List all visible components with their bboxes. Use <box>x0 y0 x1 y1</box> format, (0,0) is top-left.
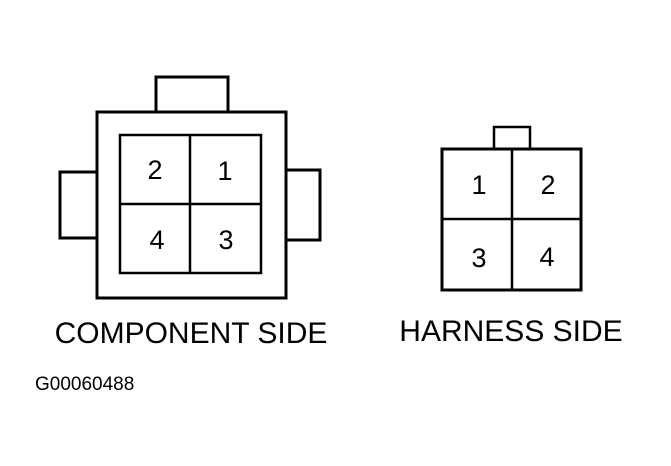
harness-top-tab <box>492 125 532 152</box>
component-right-latch <box>283 168 322 242</box>
harness-pin-bottom-left: 3 <box>471 243 486 273</box>
harness-pin-top-left: 1 <box>471 170 486 200</box>
component-pin-bottom-left: 4 <box>149 225 164 255</box>
component-side-connector: 2 1 4 3 <box>58 75 322 300</box>
component-pin-top-left: 2 <box>147 155 162 185</box>
component-top-tab <box>154 75 230 115</box>
component-left-latch <box>58 170 100 240</box>
harness-side-caption: HARNESS SIDE <box>399 315 622 348</box>
component-pin-bottom-right: 3 <box>218 225 233 255</box>
harness-pin-bottom-right: 4 <box>539 242 554 272</box>
component-pin-top-right: 1 <box>217 156 232 186</box>
harness-side-connector: 1 2 3 4 <box>440 125 583 292</box>
component-side-caption: COMPONENT SIDE <box>55 317 328 350</box>
harness-pin-top-right: 2 <box>540 170 555 200</box>
figure-id: G00060488 <box>35 374 134 395</box>
